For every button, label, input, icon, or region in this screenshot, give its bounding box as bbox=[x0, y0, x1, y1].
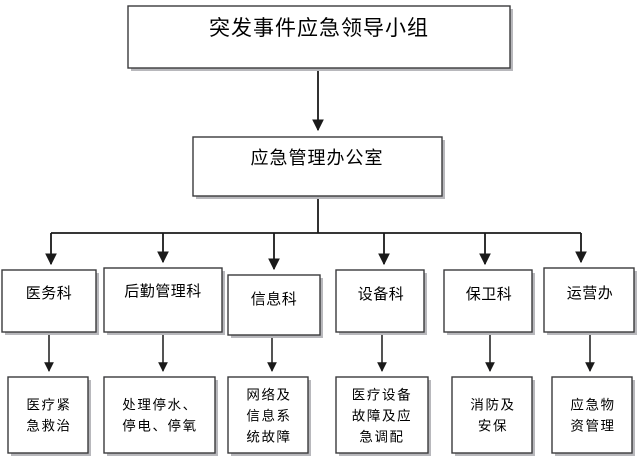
leadership-group-label: 突发事件应急领导小组 bbox=[209, 16, 429, 40]
info-dept-label: 信息科 bbox=[251, 291, 298, 308]
medical-task-line-2: 急救治 bbox=[26, 419, 71, 434]
logistics-task-line-2: 停电、停氧 bbox=[122, 418, 198, 434]
equipment-dept-label: 设备科 bbox=[358, 286, 405, 303]
node-logistics-task[interactable]: 处理停水、 停电、停氧 bbox=[103, 376, 218, 456]
node-equipment-dept[interactable]: 设备科 bbox=[335, 269, 427, 335]
security-dept-box[interactable] bbox=[443, 269, 533, 333]
info-dept-box[interactable] bbox=[227, 274, 321, 336]
leadership-box[interactable] bbox=[127, 5, 511, 69]
connector-layer bbox=[44, 68, 595, 372]
equipment-task-box[interactable] bbox=[335, 376, 429, 454]
medical-dept-box[interactable] bbox=[1, 269, 97, 333]
security-task-line-2: 安保 bbox=[478, 419, 508, 434]
operations-task-line-2: 资管理 bbox=[570, 419, 615, 434]
security-dept-label: 保卫科 bbox=[466, 286, 513, 303]
node-security-dept[interactable]: 保卫科 bbox=[443, 269, 535, 335]
node-operations-dept[interactable]: 运营办 bbox=[543, 267, 637, 335]
logistics-dept-box[interactable] bbox=[103, 267, 223, 333]
operations-task-line-1: 应急物 bbox=[570, 397, 615, 413]
info-task-line-1: 网络及 bbox=[246, 388, 291, 403]
node-info-dept[interactable]: 信息科 bbox=[227, 274, 323, 338]
node-leadership-group[interactable]: 突发事件应急领导小组 bbox=[127, 5, 513, 71]
operations-task-box[interactable] bbox=[551, 376, 633, 454]
logistics-dept-label: 后勤管理科 bbox=[124, 283, 202, 300]
equipment-dept-box[interactable] bbox=[335, 269, 425, 333]
security-task-line-1: 消防及 bbox=[470, 398, 515, 413]
logistics-task-box[interactable] bbox=[103, 376, 216, 454]
node-security-task[interactable]: 消防及 安保 bbox=[451, 376, 535, 456]
emergency-office-label: 应急管理办公室 bbox=[251, 148, 384, 168]
logistics-task-line-1: 处理停水、 bbox=[122, 397, 198, 413]
equipment-task-line-3: 急调配 bbox=[359, 430, 404, 445]
info-task-box[interactable] bbox=[227, 376, 309, 454]
security-task-box[interactable] bbox=[451, 376, 533, 454]
department-row: 医务科 后勤管理科 信息科 设备科 保卫科 bbox=[1, 267, 637, 338]
node-logistics-dept[interactable]: 后勤管理科 bbox=[103, 267, 225, 335]
node-medical-task[interactable]: 医疗紧 急救治 bbox=[7, 376, 91, 456]
office-box[interactable] bbox=[192, 136, 443, 197]
node-info-task[interactable]: 网络及 信息系 统故障 bbox=[227, 376, 311, 456]
operations-dept-box[interactable] bbox=[543, 267, 635, 333]
equipment-task-line-1: 医疗设备 bbox=[352, 387, 412, 403]
equipment-task-line-2: 故障及应 bbox=[352, 408, 412, 424]
node-equipment-task[interactable]: 医疗设备 故障及应 急调配 bbox=[335, 376, 431, 456]
medical-dept-label: 医务科 bbox=[26, 285, 73, 302]
node-medical-dept[interactable]: 医务科 bbox=[1, 269, 99, 335]
node-operations-task[interactable]: 应急物 资管理 bbox=[551, 376, 635, 456]
operations-dept-label: 运营办 bbox=[567, 285, 614, 302]
medical-task-box[interactable] bbox=[7, 376, 89, 454]
info-task-line-3: 统故障 bbox=[246, 430, 291, 445]
task-row: 医疗紧 急救治 处理停水、 停电、停氧 网络及 信息系 统故障 医疗设备 bbox=[7, 376, 635, 456]
info-task-line-2: 信息系 bbox=[246, 408, 291, 424]
medical-task-line-1: 医疗紧 bbox=[26, 398, 71, 413]
node-emergency-office[interactable]: 应急管理办公室 bbox=[192, 136, 445, 199]
